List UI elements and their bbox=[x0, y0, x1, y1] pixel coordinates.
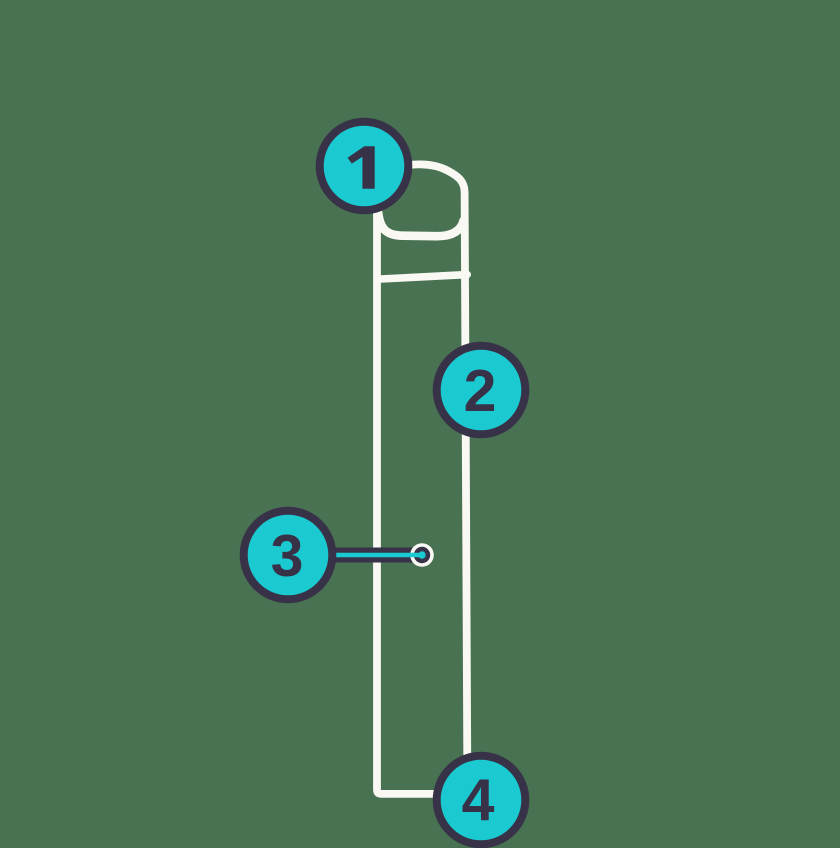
svg-text:3: 3 bbox=[271, 523, 304, 589]
svg-text:2: 2 bbox=[464, 358, 497, 424]
svg-text:4: 4 bbox=[462, 767, 495, 833]
